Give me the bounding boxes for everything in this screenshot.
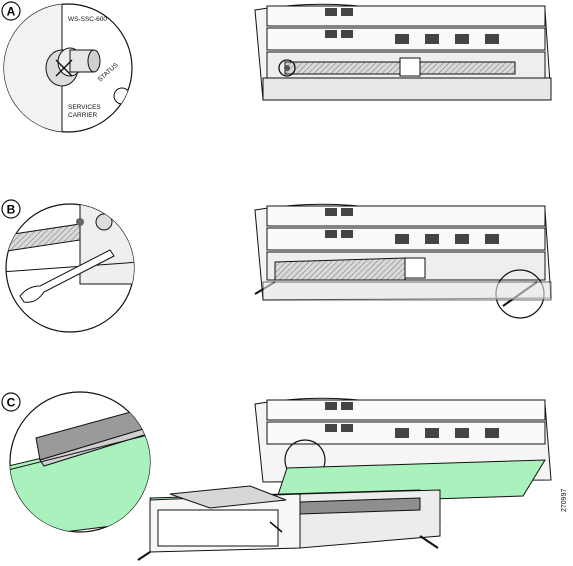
callout-c-magnifier (9, 391, 151, 533)
chassis-a (254, 3, 552, 101)
step-a-badge: A (1, 1, 21, 21)
step-b: B (1, 199, 552, 333)
ejector-lever-icon (19, 249, 115, 303)
chassis-c (254, 397, 552, 505)
step-a-label: A (7, 5, 16, 19)
callout-a-services-2: CARRIER (68, 112, 98, 119)
step-c: C (1, 391, 568, 561)
chassis-b (254, 203, 552, 319)
services-carrier-module (137, 485, 441, 561)
screw-icon (95, 213, 113, 231)
callout-a-services-1: SERVICES (68, 104, 101, 111)
step-b-label: B (7, 203, 16, 217)
step-b-badge: B (1, 199, 21, 219)
step-a: A WS-SSC-6 (1, 1, 552, 133)
step-c-label: C (7, 396, 16, 410)
callout-b-magnifier (5, 203, 135, 333)
callout-a-magnifier: WS-SSC-600 STATUS SERVICES CARRIER (3, 3, 133, 133)
step-c-badge: C (1, 392, 21, 412)
callout-a-model: WS-SSC-600 (68, 16, 107, 23)
status-led-icon (113, 87, 131, 105)
figure-id: 270997 (561, 489, 568, 512)
captive-screw-icon (45, 47, 101, 87)
